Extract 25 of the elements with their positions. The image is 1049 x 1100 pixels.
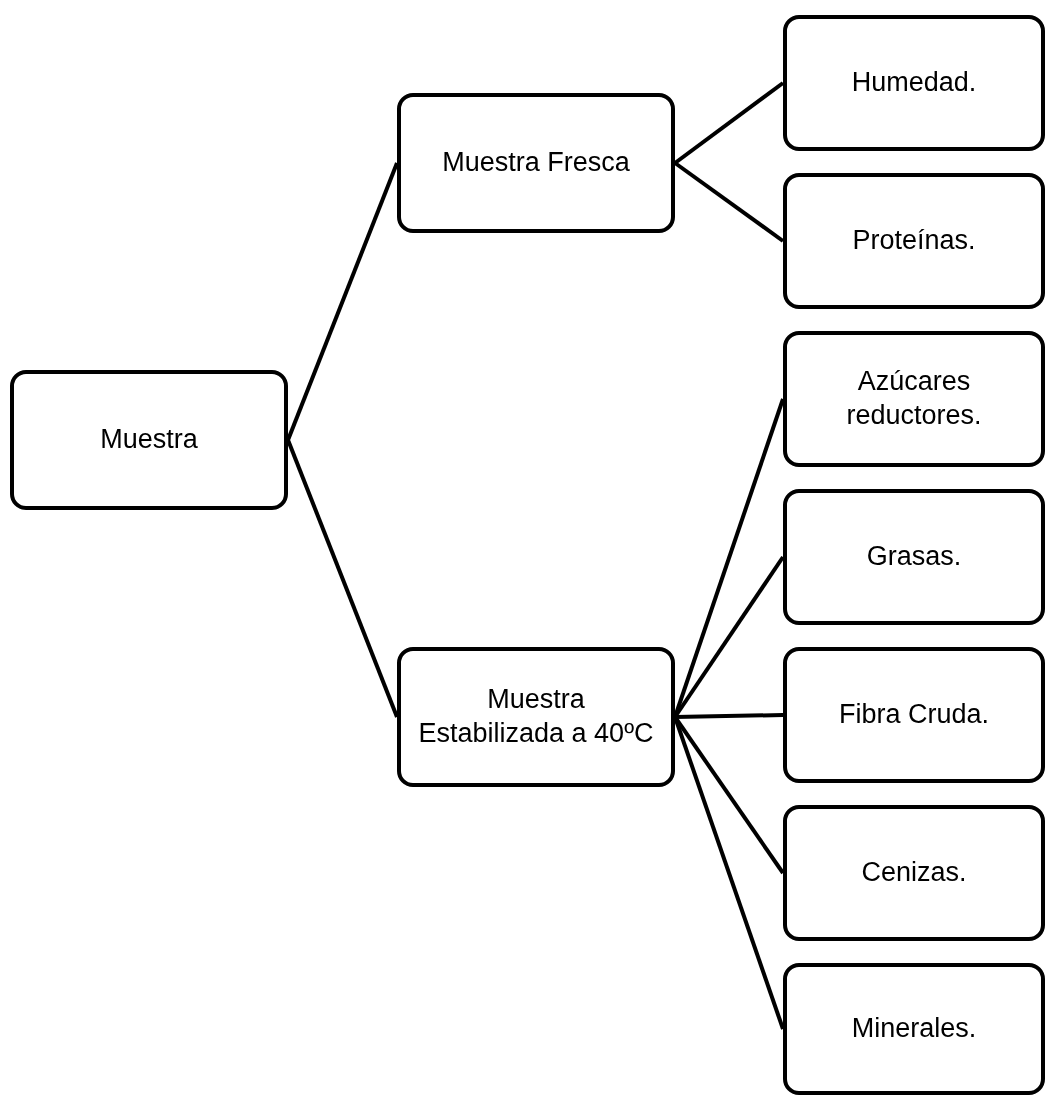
- process-box: [783, 331, 1045, 467]
- node-label: Cenizas.: [861, 856, 967, 890]
- process-box: [783, 963, 1045, 1095]
- node-label: Muestra Estabilizada a 40ºC: [417, 683, 655, 750]
- node-label: Muestra Fresca: [442, 146, 630, 180]
- connector-line: [673, 161, 785, 243]
- process-box: [783, 805, 1045, 941]
- process-box: [783, 173, 1045, 309]
- process-box: [10, 370, 288, 510]
- connector-line: [673, 81, 785, 165]
- connector-line: [674, 713, 784, 719]
- node-label: Minerales.: [851, 1012, 977, 1046]
- process-box: [783, 489, 1045, 625]
- node-label: Humedad.: [851, 66, 977, 100]
- process-box: [397, 647, 675, 787]
- connector-line: [286, 162, 399, 441]
- process-box: [783, 15, 1045, 151]
- connector-line: [286, 439, 399, 718]
- node-label: Grasas.: [866, 540, 962, 574]
- node-label: Muestra: [100, 423, 198, 457]
- node-label: Proteínas.: [852, 224, 976, 258]
- process-box: [397, 93, 675, 233]
- process-box: [783, 647, 1045, 783]
- node-label: Azúcares reductores.: [845, 365, 983, 432]
- node-label: Fibra Cruda.: [838, 698, 990, 732]
